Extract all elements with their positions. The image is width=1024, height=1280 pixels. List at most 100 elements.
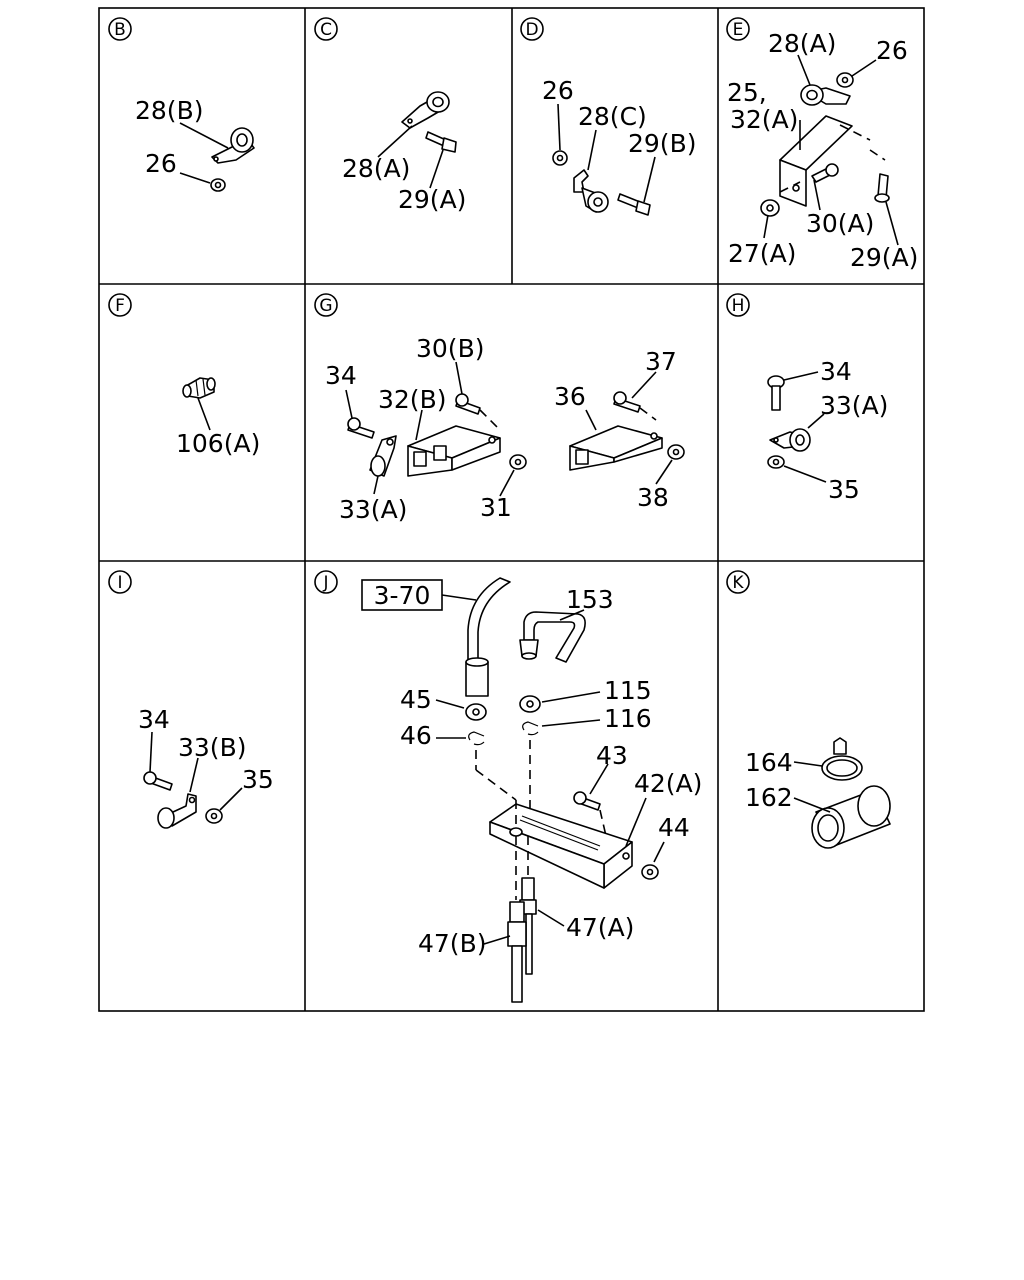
- panel-f: F 106(A): [108, 293, 260, 458]
- panel-e-letter: E: [733, 20, 744, 40]
- label-29b: 29(B): [628, 129, 696, 158]
- label-28b: 28(B): [135, 96, 203, 125]
- clip-116-icon: [522, 721, 539, 736]
- bolt-37-icon: [613, 391, 641, 413]
- label-44: 44: [658, 813, 690, 842]
- clip-46-icon: [468, 731, 485, 746]
- clip-28b-icon: [211, 127, 255, 164]
- label-46: 46: [400, 721, 432, 750]
- bolt-30a-icon: [811, 163, 839, 183]
- clamp-164-icon: [821, 737, 863, 781]
- pipe-47b-icon: [507, 901, 527, 1003]
- panel-i-marker: [108, 570, 132, 594]
- pipe-153-icon: [519, 611, 586, 663]
- nut-35-icon: [205, 808, 223, 824]
- label-33a: 33(A): [820, 391, 888, 420]
- label-32a: 32(A): [730, 105, 798, 134]
- label-116: 116: [604, 704, 652, 733]
- nut-26-icon: [836, 72, 854, 88]
- label-33a: 33(A): [339, 495, 407, 524]
- label-29a: 29(A): [398, 185, 466, 214]
- bolt-43-icon: [573, 791, 601, 811]
- pipe-3-70-icon: [465, 577, 511, 697]
- bolt-34-icon: [767, 375, 785, 411]
- panel-b-marker: [108, 17, 132, 41]
- label-25: 25,: [727, 78, 767, 107]
- fitting-106a-icon: [182, 377, 216, 399]
- clip-33a-icon: [369, 435, 397, 477]
- panel-e: E: [726, 17, 918, 272]
- nut-45-icon: [465, 703, 487, 721]
- label-43: 43: [596, 741, 628, 770]
- bolt-29b-icon: [617, 193, 651, 216]
- nut-26-icon: [552, 150, 568, 166]
- panel-f-marker: [108, 293, 132, 317]
- label-162: 162: [745, 783, 793, 812]
- nut-44-icon: [641, 864, 659, 880]
- label-32b: 32(B): [378, 385, 446, 414]
- label-34: 34: [325, 361, 357, 390]
- label-47b: 47(B): [418, 929, 486, 958]
- panel-b: B 28(B) 26: [108, 17, 255, 192]
- label-30b: 30(B): [416, 334, 484, 363]
- clip-28c-icon: [573, 169, 609, 213]
- label-35: 35: [828, 475, 860, 504]
- panel-i-letter: I: [117, 573, 122, 593]
- bolt-29a-icon: [874, 173, 890, 203]
- panel-g-letter: G: [319, 296, 332, 316]
- panel-h-letter: H: [732, 296, 745, 316]
- nut-38-icon: [667, 444, 685, 460]
- panel-j-marker: [314, 570, 338, 594]
- panel-h-marker: [726, 293, 750, 317]
- label-30a: 30(A): [806, 209, 874, 238]
- panel-c-marker: [314, 17, 338, 41]
- label-36: 36: [554, 382, 586, 411]
- label-45: 45: [400, 685, 432, 714]
- label-106a: 106(A): [176, 429, 260, 458]
- panel-g-marker: [314, 293, 338, 317]
- panel-d-marker: [520, 17, 544, 41]
- bolt-30b-icon: [455, 393, 481, 415]
- clip-33b-icon: [157, 793, 197, 829]
- bracket-42a-icon: [489, 803, 633, 889]
- panel-d: D 26 28(C) 29(B): [520, 17, 696, 216]
- label-26: 26: [876, 36, 908, 65]
- label-26: 26: [542, 76, 574, 105]
- nut-31-icon: [509, 454, 527, 470]
- panel-k: K 164 162: [726, 570, 891, 849]
- bolt-34-icon: [143, 771, 173, 791]
- label-34: 34: [138, 705, 170, 734]
- label-28a: 28(A): [768, 29, 836, 58]
- label-115: 115: [604, 676, 652, 705]
- hose-162-icon: [811, 785, 891, 849]
- bracket-32b-icon: [407, 425, 501, 477]
- label-27a: 27(A): [728, 239, 796, 268]
- label-28c: 28(C): [578, 102, 647, 131]
- panel-g: G: [314, 293, 685, 524]
- label-38: 38: [637, 483, 669, 512]
- panel-grid: [98, 7, 925, 1012]
- bolt-29a-icon: [425, 131, 457, 153]
- label-34: 34: [820, 357, 852, 386]
- label-164: 164: [745, 748, 793, 777]
- panel-e-marker: [726, 17, 750, 41]
- label-26: 26: [145, 149, 177, 178]
- label-33b: 33(B): [178, 733, 246, 762]
- label-153: 153: [566, 585, 614, 614]
- bolt-34-icon: [347, 417, 375, 439]
- panel-j: J 3-70: [314, 570, 702, 1003]
- panel-h: H 34 33(A) 35: [726, 293, 888, 504]
- label-37: 37: [645, 347, 677, 376]
- clip-33a-icon: [769, 428, 811, 452]
- panel-i: I 34 33(B) 35: [108, 570, 274, 829]
- nut-27a-icon: [760, 199, 780, 217]
- label-35: 35: [242, 765, 274, 794]
- label-42a: 42(A): [634, 769, 702, 798]
- bracket-32a-icon: [779, 115, 853, 207]
- panel-c: C 28(A) 29(A): [314, 17, 466, 214]
- panel-j-letter: J: [322, 573, 328, 593]
- label-47a: 47(A): [566, 913, 634, 942]
- washer-35-icon: [767, 455, 785, 469]
- panel-k-marker: [726, 570, 750, 594]
